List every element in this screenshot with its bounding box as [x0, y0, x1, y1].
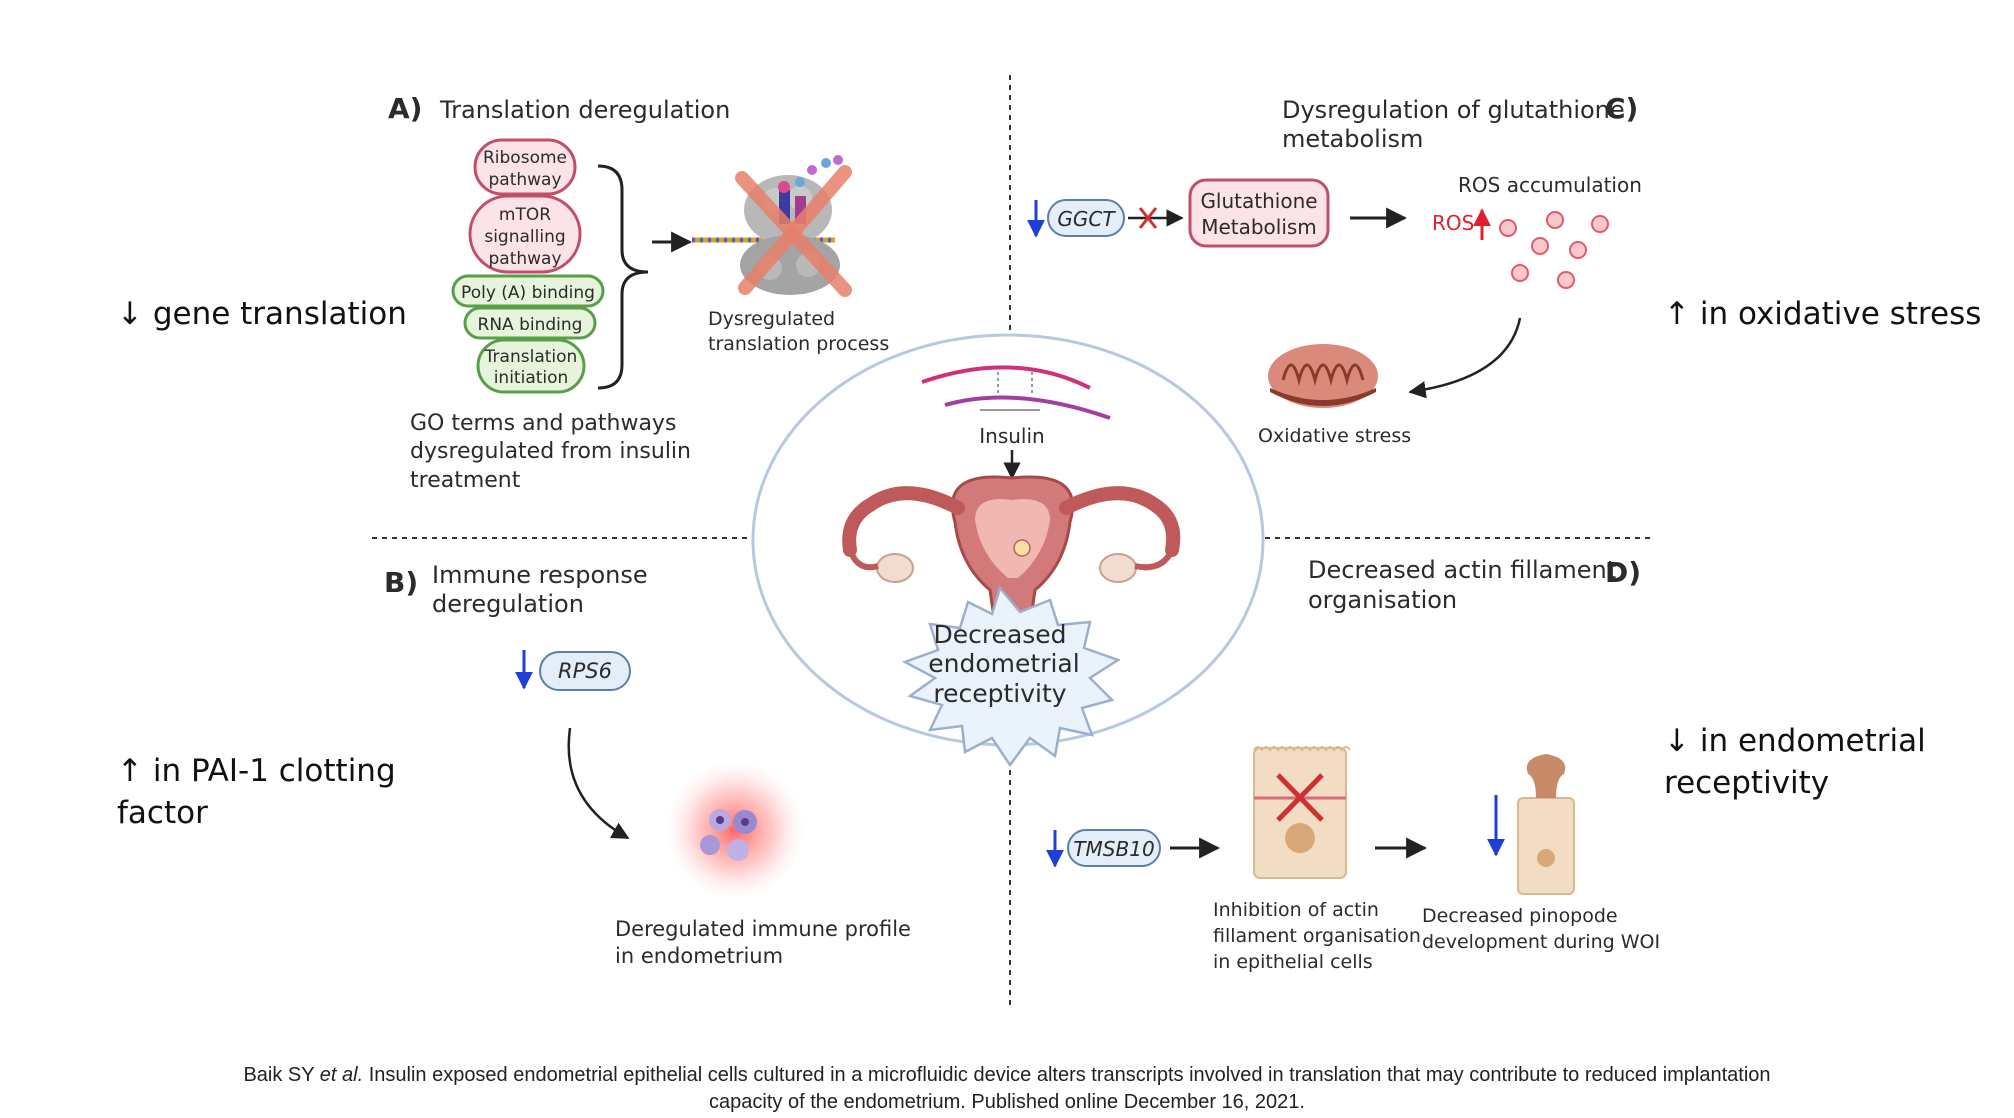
panel-c: Dysregulation of glutathione metabolism …: [1027, 92, 1642, 447]
panel-d-outcome1-2: fillament organisation: [1213, 925, 1421, 947]
term-mtor-pathway: mTOR signalling pathway: [468, 194, 582, 274]
caption-line-1: Baik SY et al. Insulin exposed endometri…: [243, 1064, 1771, 1086]
ros-dots: [1499, 211, 1609, 289]
svg-text:signalling: signalling: [484, 227, 565, 247]
panel-d-title-2: organisation: [1308, 586, 1457, 614]
mitochondrion-icon: [1268, 344, 1378, 408]
panel-c-letter: C): [1605, 92, 1638, 125]
svg-text:RNA binding: RNA binding: [478, 315, 583, 335]
panel-b-outcome-2: in endometrium: [615, 944, 783, 968]
caption-line-2: capacity of the endometrium. Published o…: [709, 1091, 1305, 1113]
svg-text:mTOR: mTOR: [499, 205, 551, 225]
panel-d-letter: D): [1605, 556, 1641, 589]
svg-text:initiation: initiation: [494, 368, 569, 388]
result-line-1: Decreased: [933, 620, 1066, 649]
panel-c-outcome: Oxidative stress: [1258, 425, 1411, 447]
caption-etal: et al.: [319, 1064, 364, 1086]
glutathione-label-1: Glutathione: [1200, 189, 1317, 213]
result-line-2: endometrial: [928, 649, 1079, 678]
gene-pill-ggct: [1047, 199, 1125, 237]
svg-text:pathway: pathway: [488, 170, 561, 190]
panel-a-outcome-2: translation process: [708, 333, 889, 355]
term-ribosome-pathway: Ribosome pathway: [473, 138, 577, 196]
figure-caption: Baik SY et al. Insulin exposed endometri…: [0, 1062, 2014, 1116]
quadrant-dividers: [372, 75, 1650, 1005]
panel-a: A) Translation deregulation Ribosome pat…: [388, 92, 889, 493]
immune-cells-icon: [665, 760, 805, 900]
gene-pill-rps6: [539, 651, 631, 691]
panel-d-outcome1-3: in epithelial cells: [1213, 951, 1373, 973]
panel-d-outcome1-1: Inhibition of actin: [1213, 899, 1379, 921]
term-translation-initiation: Translation initiation: [476, 338, 586, 394]
side-note-oxidative-stress: ↑ in oxidative stress: [1664, 296, 1982, 332]
panel-d-outcome2-1: Decreased pinopode: [1422, 905, 1618, 927]
gene-ggct: GGCT: [1057, 207, 1116, 231]
panel-b-title-2: deregulation: [432, 590, 584, 618]
brace: [597, 164, 649, 390]
panel-b-letter: B): [384, 566, 418, 599]
svg-text:pathway: pathway: [488, 249, 561, 269]
side-note-receptivity: ↓ in endometrial receptivity: [1664, 723, 1926, 801]
ros-title: ROS accumulation: [1458, 173, 1642, 197]
svg-text:Translation: Translation: [484, 347, 578, 367]
gene-pill-tmsb10: [1067, 829, 1161, 867]
panel-d-outcome2-2: development during WOI: [1422, 931, 1660, 953]
panel-a-outcome-1: Dysregulated: [708, 308, 835, 330]
panel-c-title-2: metabolism: [1282, 125, 1423, 153]
block-x-icon: [1138, 207, 1158, 229]
gene-tmsb10: TMSB10: [1073, 837, 1154, 861]
panel-b-title-1: Immune response: [432, 561, 648, 589]
svg-text:Ribosome: Ribosome: [483, 148, 567, 168]
glutathione-label-2: Metabolism: [1201, 215, 1317, 239]
svg-text:Poly (A) binding: Poly (A) binding: [461, 283, 595, 303]
panel-a-note-2: dysregulated from insulin: [410, 439, 691, 464]
term-poly-a-binding: Poly (A) binding: [451, 274, 605, 308]
uterus-icon: [842, 475, 1181, 627]
gene-rps6: RPS6: [558, 659, 612, 683]
panel-b: B) Immune response deregulation RPS6 Der…: [384, 561, 911, 968]
panel-d: Decreased actin fillament organisation D…: [1046, 556, 1660, 973]
panel-a-note-3: treatment: [410, 468, 521, 493]
center-oval: Insulin Decreased endometrial receptivit…: [751, 333, 1265, 768]
epithelial-cell-icon: [1253, 746, 1351, 879]
panel-a-title: Translation deregulation: [439, 96, 730, 124]
ribosome-icon: [692, 155, 852, 297]
curved-arrow-immune: [567, 727, 630, 840]
ros-label: ROS: [1432, 211, 1474, 235]
glutathione-box: [1188, 178, 1330, 248]
panel-c-title-1: Dysregulation of glutathione: [1282, 96, 1625, 124]
panel-a-note-1: GO terms and pathways: [410, 411, 676, 436]
panel-d-title-1: Decreased actin fillament: [1308, 556, 1616, 584]
result-line-3: receptivity: [933, 679, 1066, 708]
side-note-gene-translation: ↓ gene translation: [117, 296, 407, 332]
curved-arrow-oxidative: [1408, 317, 1522, 399]
insulin-icon: [921, 365, 1111, 420]
side-note-pai1: ↑ in PAI-1 clotting factor: [117, 753, 396, 831]
panel-b-outcome-1: Deregulated immune profile: [615, 917, 911, 941]
insulin-label: Insulin: [979, 424, 1044, 448]
panel-a-letter: A): [388, 92, 422, 125]
pinopode-cell-icon: [1517, 754, 1575, 895]
starburst-shape: [901, 585, 1121, 768]
term-rna-binding: RNA binding: [463, 306, 597, 340]
